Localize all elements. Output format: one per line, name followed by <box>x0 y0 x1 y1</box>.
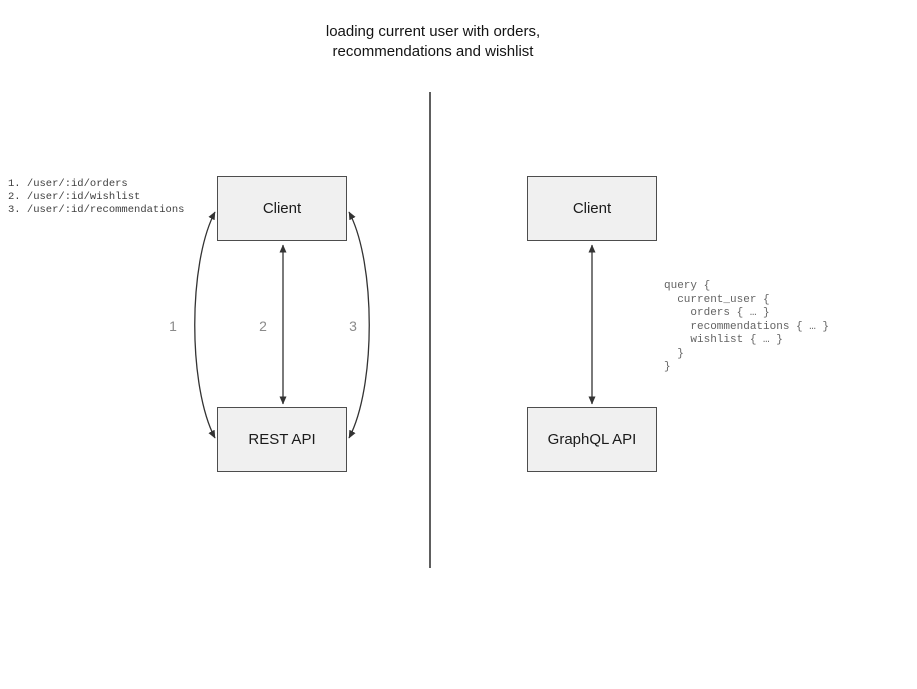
arrow-number-3: 3 <box>349 318 357 334</box>
query-line-orders: orders { … } <box>664 307 770 319</box>
rest-arrow-1-orders <box>194 211 216 439</box>
rest-endpoint-list: 1. /user/:id/orders 2. /user/:id/wishlis… <box>8 178 184 217</box>
rest-endpoint-wishlist: 2. /user/:id/wishlist <box>8 191 141 203</box>
rest-endpoint-recommendations: 3. /user/:id/recommendations <box>8 204 185 216</box>
query-line-recommendations: recommendations { … } <box>664 320 830 333</box>
query-line-wishlist: wishlist { … } <box>664 334 783 346</box>
diagram-title: loading current user with orders, recomm… <box>133 22 733 62</box>
rest-client-label: Client <box>262 200 302 217</box>
arrow-number-1: 1 <box>169 318 177 334</box>
graphql-query-code: query { current_user { orders { … } reco… <box>664 280 829 375</box>
arrow-number-2: 2 <box>259 318 267 334</box>
title-line-1: loading current user with orders, <box>325 23 541 40</box>
panel-divider-line <box>429 92 431 568</box>
query-line-open: query { <box>664 280 711 292</box>
query-line-close: } <box>664 361 671 373</box>
title-line-2: recommendations and wishlist <box>332 43 534 60</box>
rest-endpoint-orders: 1. /user/:id/orders <box>8 178 128 190</box>
rest-api-box: REST API <box>217 407 347 472</box>
query-line-close-inner: } <box>664 347 684 360</box>
graphql-api-box: GraphQL API <box>527 407 657 472</box>
graphql-client-box: Client <box>527 176 657 241</box>
rest-api-label: REST API <box>248 431 316 448</box>
rest-client-box: Client <box>217 176 347 241</box>
graphql-api-label: GraphQL API <box>547 431 637 448</box>
graphql-client-label: Client <box>572 200 612 217</box>
query-line-current-user: current_user { <box>664 293 770 306</box>
